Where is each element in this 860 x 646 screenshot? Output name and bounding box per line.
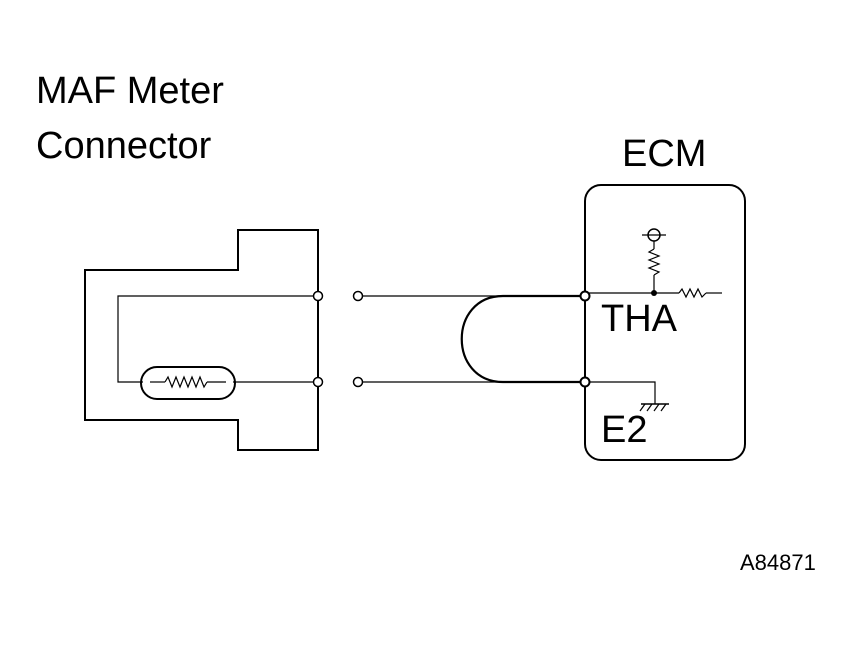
ecm-label: ECM	[622, 133, 707, 175]
e2-ground-wire	[589, 381, 656, 404]
maf-connector-housing	[84, 229, 319, 451]
intake-air-temp-sensor	[140, 366, 236, 400]
wire-bundle-loop	[460, 294, 585, 384]
terminal-label-tha: THA	[601, 298, 677, 340]
title-line-1: MAF Meter	[36, 70, 224, 112]
maf-terminal-e2	[312, 376, 324, 388]
sensor-resistor-symbol	[164, 375, 208, 389]
ecm-terminal-e2	[579, 376, 591, 388]
harness-terminal-e2	[352, 376, 364, 388]
ecm-box	[584, 184, 746, 461]
title-line-2: Connector	[36, 125, 212, 167]
ecm-terminal-tha	[579, 290, 591, 302]
maf-internal-wire	[117, 295, 318, 383]
harness-terminal-tha	[352, 290, 364, 302]
input-resistor-symbol	[678, 287, 707, 299]
terminal-label-e2: E2	[601, 409, 648, 451]
pullup-resistor-symbol	[647, 248, 661, 276]
figure-code: A84871	[740, 550, 816, 575]
maf-terminal-tha	[312, 290, 324, 302]
